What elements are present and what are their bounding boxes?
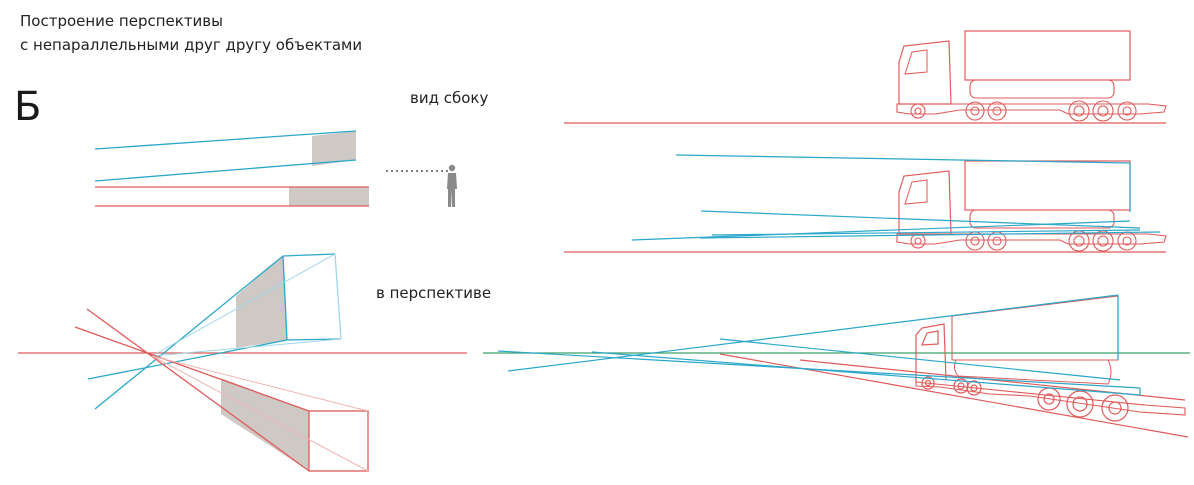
standing-person-icon <box>447 164 457 207</box>
side-upper-top-edge <box>94 130 357 150</box>
title-line-1: Построение перспективы <box>20 12 223 30</box>
title-line-2: с непараллельными друг другу объектами <box>20 36 363 54</box>
lower-box-gray-face <box>221 378 309 471</box>
truck-perspective-view <box>483 294 1190 438</box>
perspective-construction-group <box>18 253 467 472</box>
side-upper-gray-face <box>312 131 356 166</box>
side-view-group <box>94 130 457 207</box>
truck-side-view-2 <box>564 154 1167 253</box>
side-upper-bottom-edge <box>94 159 357 182</box>
truck-side-view-1 <box>564 30 1167 124</box>
section-letter: Б <box>14 84 42 130</box>
truck-outline-icon <box>896 160 1167 252</box>
side-view-label: вид сбоку <box>410 89 489 107</box>
perspective-view-label: в перспективе <box>376 284 492 302</box>
side-lower-gray-face <box>289 187 369 206</box>
truck-outline-icon <box>896 30 1167 122</box>
upper-box-gray-face <box>236 256 287 348</box>
